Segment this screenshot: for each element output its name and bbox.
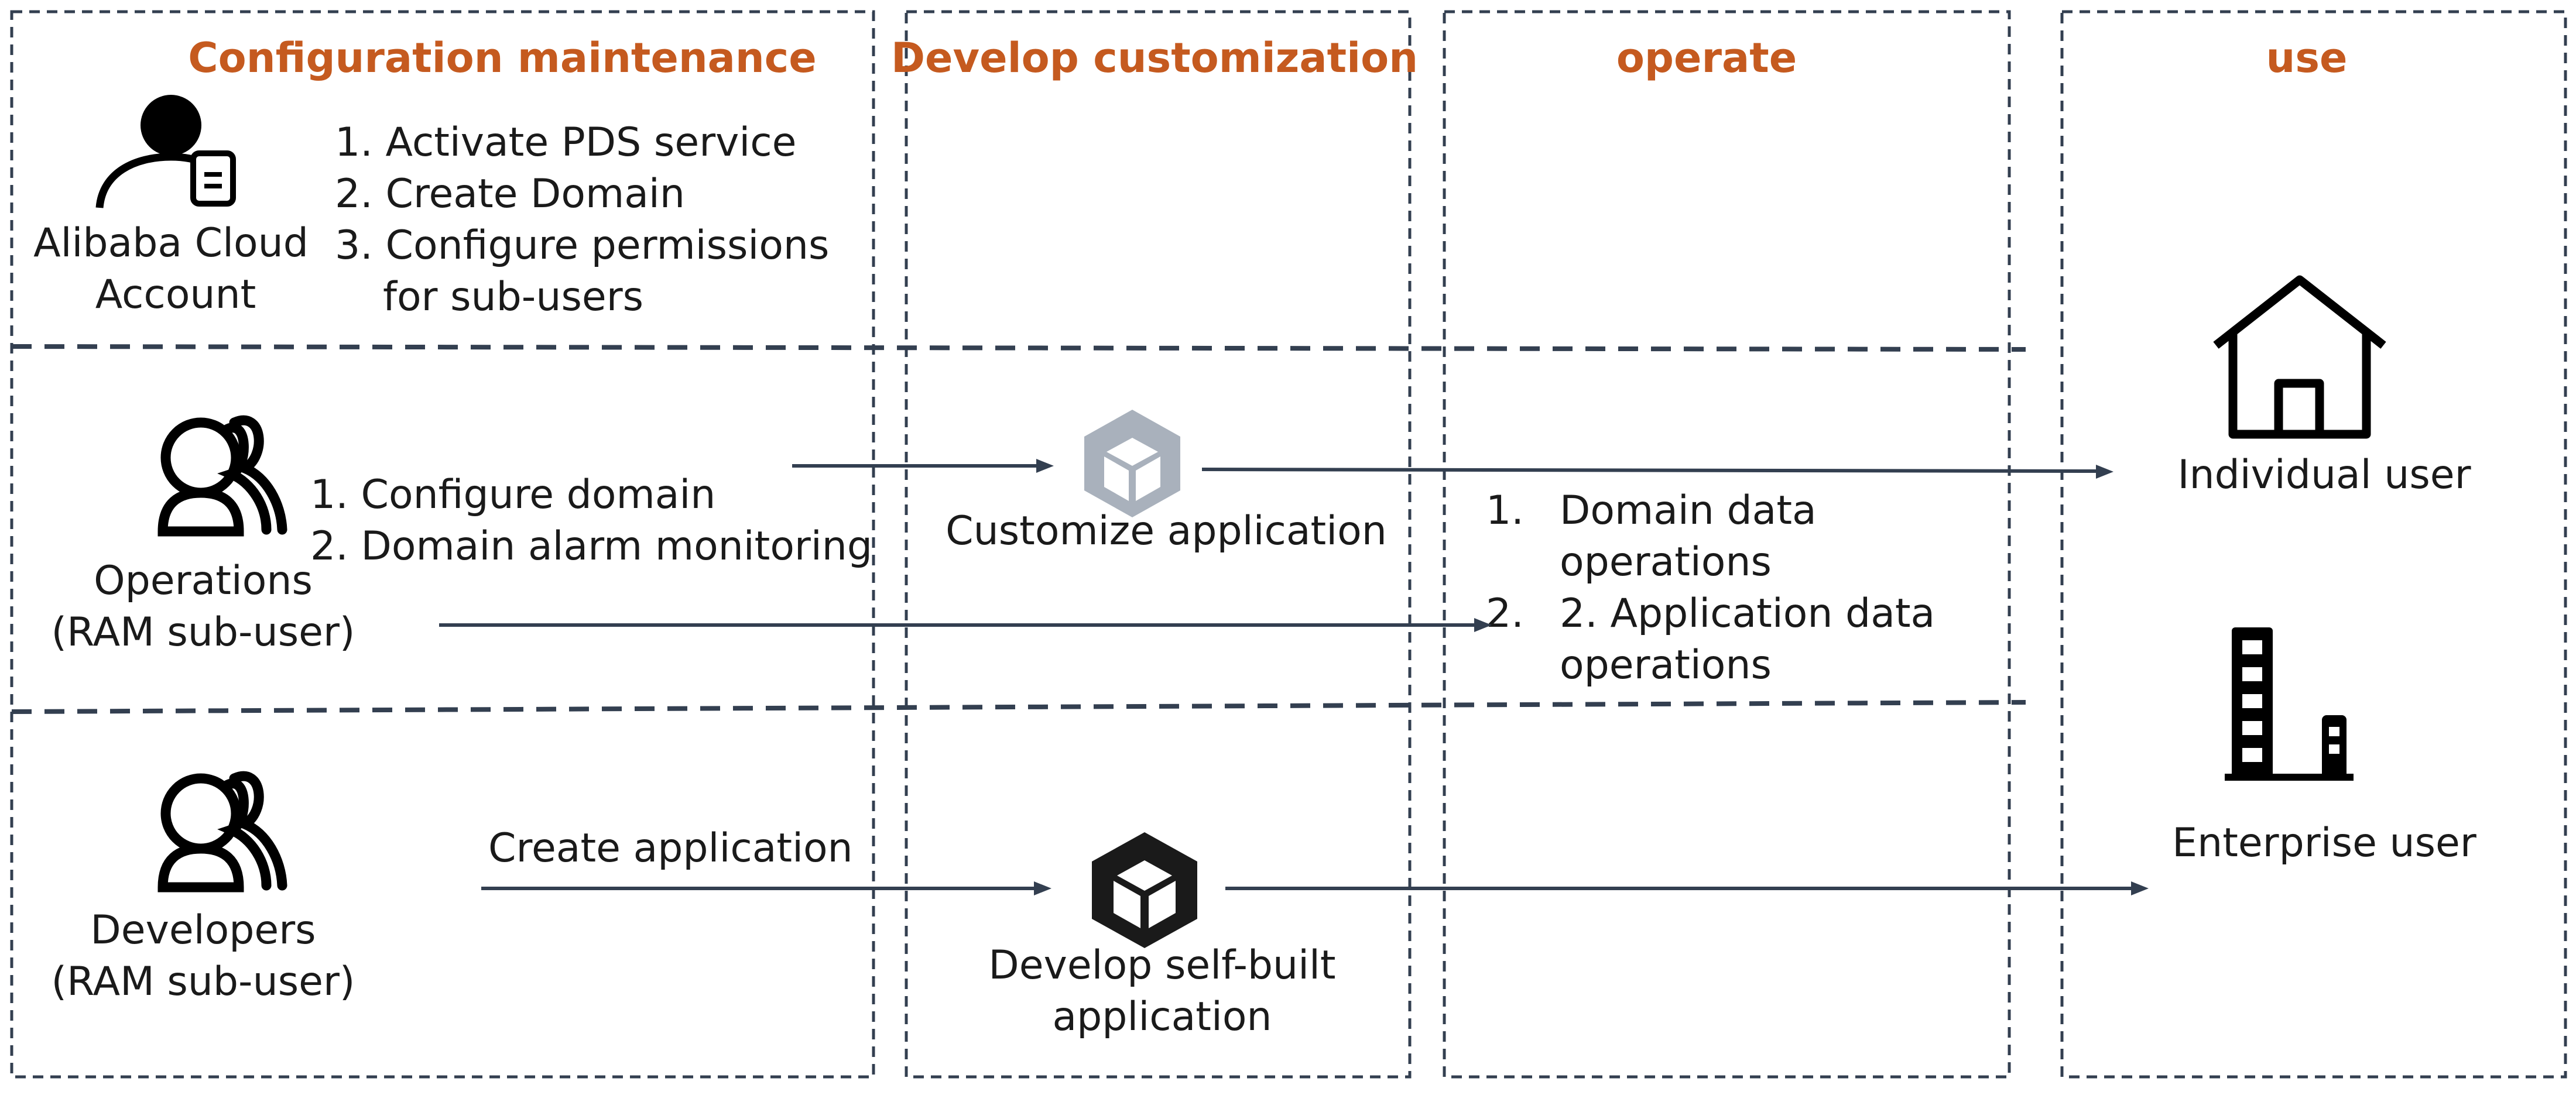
arrow-customize-to-individual [1201,465,2113,479]
operate-item-1-number: 1. [1486,488,1524,534]
developers-label-line2: (RAM sub-user) [52,959,355,1005]
row-separator-top [11,344,2026,352]
operations-label-line1: Operations [94,558,313,604]
column-operate-box [1443,10,2011,1079]
customize-application-label: Customize application [946,508,1387,554]
heading-config: Configuration maintenance [188,34,816,82]
user-document-icon [95,95,236,208]
account-step-2: 2. Create Domain [335,171,685,217]
developers-label-line1: Developers [90,907,316,953]
self-built-app-cube-icon [1092,832,1197,948]
account-step-3-line1: 3. Configure permissions [335,222,829,269]
arrow-dev-to-self-built [481,881,1051,895]
self-built-label-line1: Develop self-built [988,942,1335,988]
arrow-ops-to-operate [439,618,1492,632]
office-building-icon [2225,627,2354,781]
heading-develop: Develop customization [891,34,1418,82]
column-use-box [2060,10,2567,1079]
row-separator-bottom [11,700,2026,714]
customize-app-cube-icon [1084,410,1180,517]
arrow-self-built-to-enterprise [1225,881,2149,895]
operations-user-group-icon [157,415,287,537]
create-application-label: Create application [488,825,853,871]
operate-item-2-line1: 2. Application data [1560,591,1935,637]
column-config-box [10,10,875,1079]
account-step-1: 1. Activate PDS service [335,119,797,166]
individual-user-label: Individual user [2177,452,2471,498]
heading-operate: operate [1616,34,1797,82]
account-label-line2: Account [95,272,256,318]
heading-use: use [2266,34,2348,82]
operate-item-2-line2: operations [1560,642,1772,688]
account-step-3-line2: for sub-users [383,274,643,320]
operations-step-1: 1. Configure domain [310,472,715,518]
operations-label-line2: (RAM sub-user) [52,609,355,655]
operations-step-2: 2. Domain alarm monitoring [310,523,872,569]
account-label-line1: Alibaba Cloud [33,220,309,266]
self-built-label-line2: application [1052,994,1272,1040]
arrow-ops-to-customize [792,459,1054,473]
house-icon [2213,275,2386,439]
operate-item-1-line1: Domain data [1560,488,1817,534]
developers-user-group-icon [157,771,287,893]
enterprise-user-label: Enterprise user [2172,820,2476,866]
operate-item-1-line2: operations [1560,539,1772,585]
operate-item-2-number: 2. [1486,591,1524,637]
